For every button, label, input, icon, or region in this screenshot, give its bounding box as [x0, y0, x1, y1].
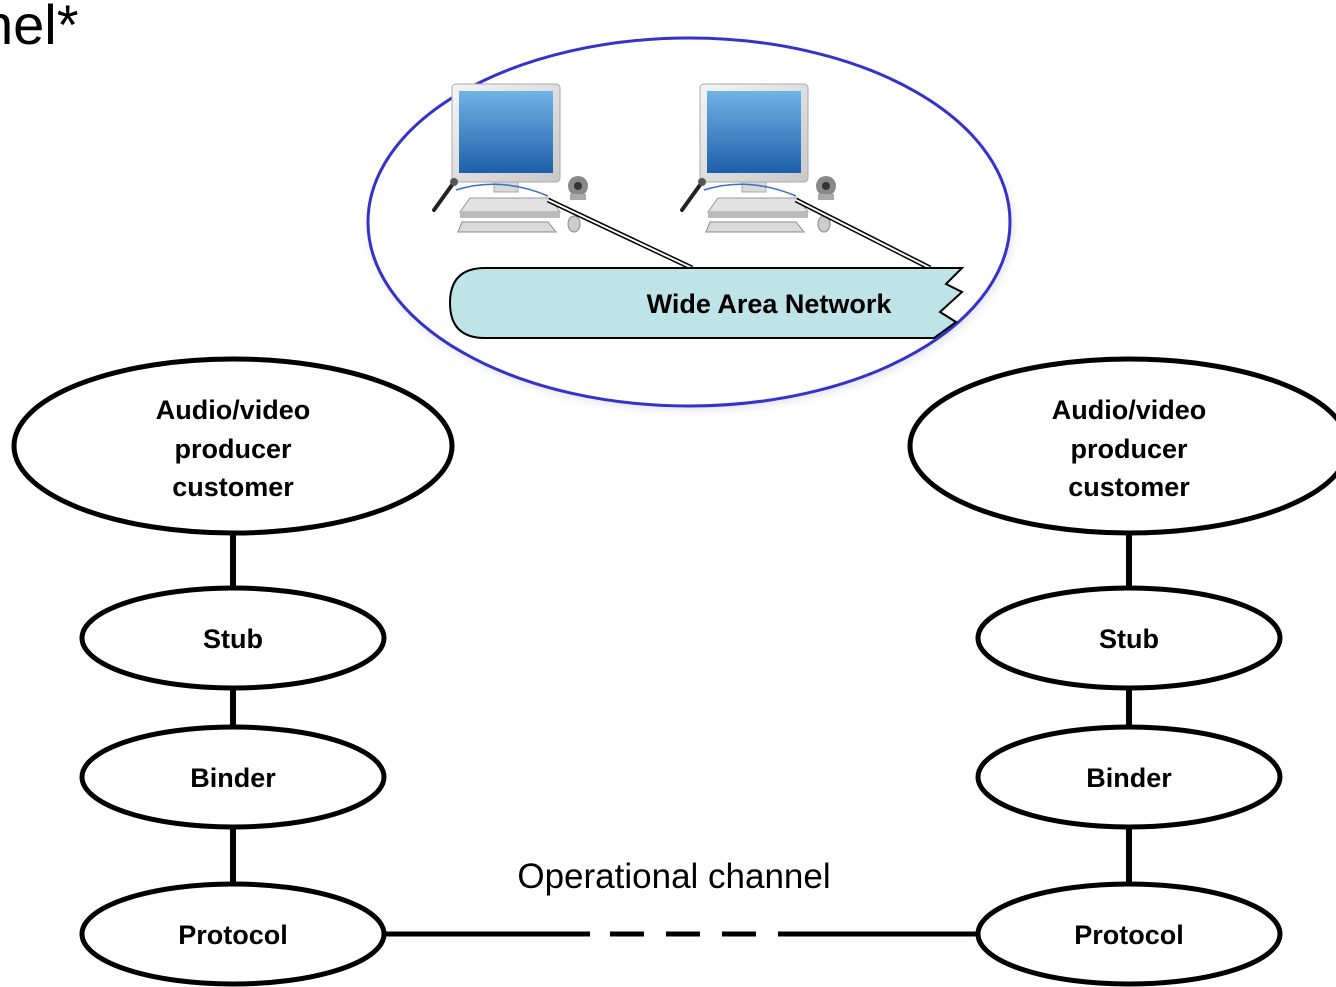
node-label-line: customer: [1068, 472, 1190, 502]
node-label-line: Audio/video: [156, 395, 311, 425]
network-cable: [546, 197, 694, 271]
binder-node: [79, 724, 387, 830]
right-stack: Audio/video producer customer Stub Binde…: [907, 356, 1336, 987]
slide-title-fragment: nel*: [0, 0, 79, 56]
stub-label: Stub: [1099, 624, 1159, 654]
microphone-icon: [680, 178, 797, 212]
microphone-icon: [432, 178, 549, 212]
stub-node: [79, 585, 387, 691]
stub-node: [975, 585, 1283, 691]
channel-label: Operational channel: [517, 857, 830, 896]
node-label-line: producer: [174, 434, 292, 464]
audio-video-node: [907, 356, 1336, 536]
protocol-label: Protocol: [178, 920, 288, 950]
network-cable: [794, 197, 932, 271]
computer-icon: [699, 83, 831, 233]
wan-banner: [448, 267, 965, 339]
binder-label: Binder: [190, 763, 276, 793]
stub-label: Stub: [203, 624, 263, 654]
protocol-label: Protocol: [1074, 920, 1184, 950]
audio-video-node: [11, 356, 455, 536]
operational-channel: Operational channel: [384, 857, 978, 937]
computer-icon: [451, 83, 581, 233]
webcam-icon: [816, 176, 836, 200]
binder-node: [975, 724, 1283, 830]
node-label-line: Audio/video: [1052, 395, 1207, 425]
network-inset: Wide Area Network: [366, 36, 1013, 410]
binder-label: Binder: [1086, 763, 1172, 793]
webcam-icon: [568, 176, 588, 200]
left-stack: Audio/video producer customer Stub Binde…: [11, 356, 455, 987]
node-label-line: customer: [172, 472, 294, 502]
wan-label: Wide Area Network: [647, 289, 893, 319]
node-label-line: producer: [1070, 434, 1188, 464]
